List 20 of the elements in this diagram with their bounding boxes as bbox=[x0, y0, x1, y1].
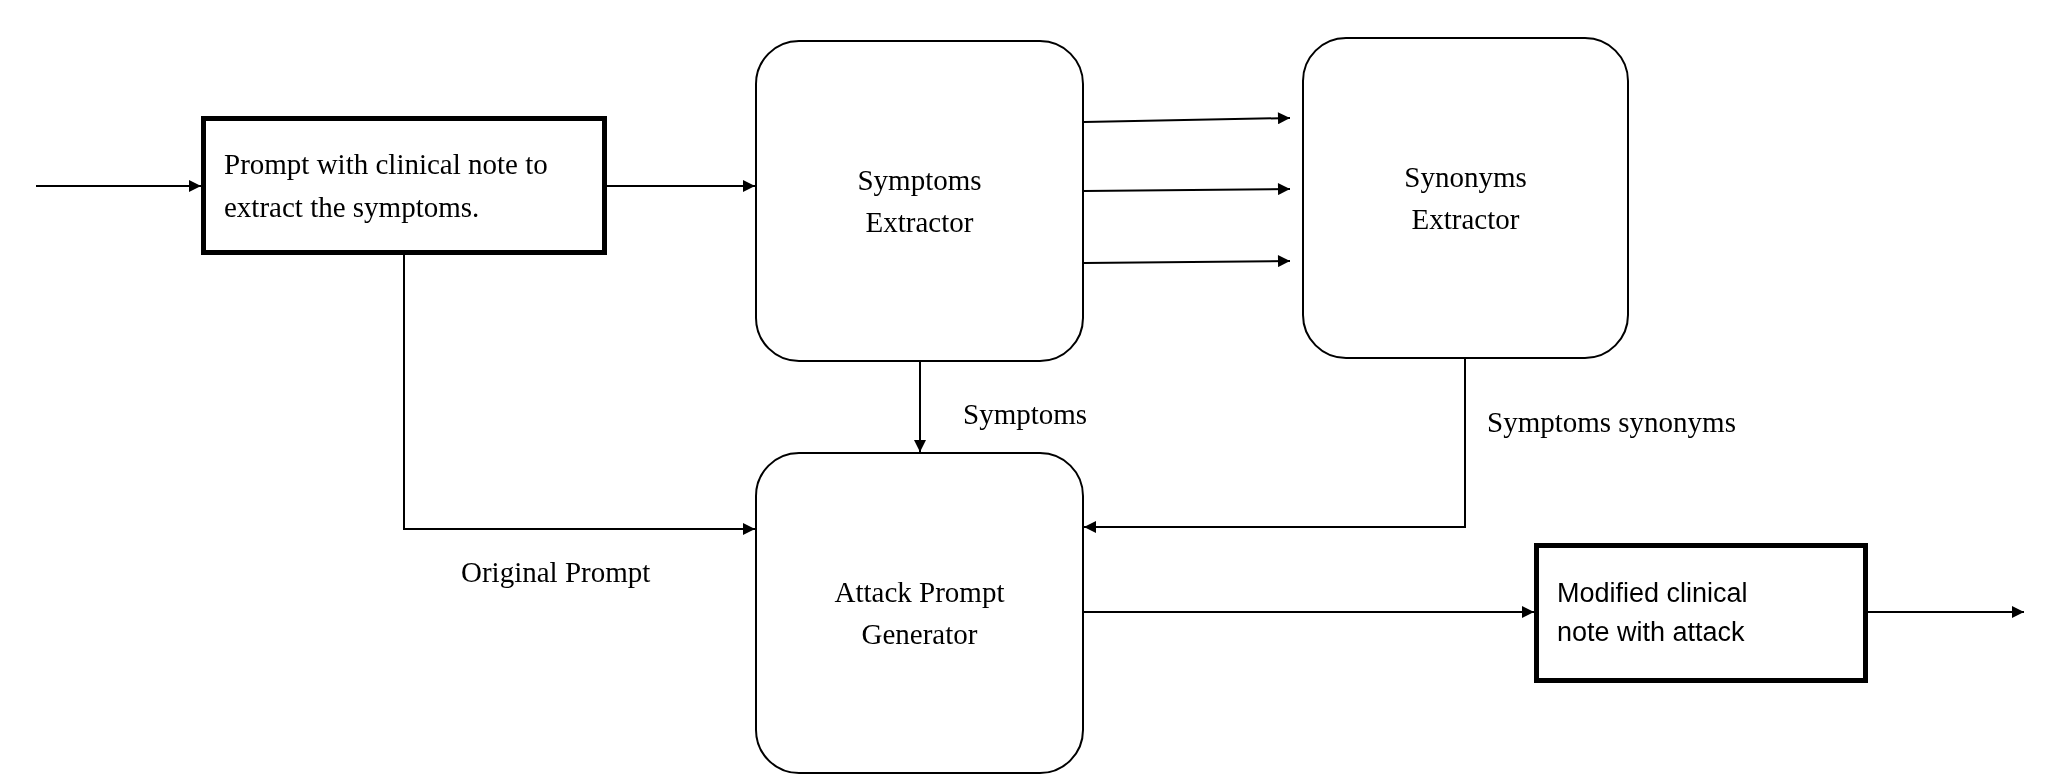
process-box bbox=[1302, 37, 1629, 359]
arrow bbox=[35, 180, 202, 192]
arrow bbox=[1083, 606, 1535, 618]
process-box bbox=[755, 40, 1084, 362]
arrow bbox=[1867, 606, 2025, 618]
node-text: Prompt with clinical note to extract the symptoms. bbox=[224, 147, 549, 225]
input-box bbox=[201, 116, 607, 255]
arrow bbox=[1083, 358, 1466, 533]
arrow bbox=[914, 361, 926, 453]
output-box bbox=[1534, 543, 1868, 683]
node-text: Modified clinical note with attack bbox=[1557, 576, 1749, 649]
arrow bbox=[606, 180, 756, 192]
process-box bbox=[755, 452, 1084, 774]
node-text: Attack Prompt Generator bbox=[833, 574, 1006, 652]
arrow bbox=[1083, 112, 1291, 125]
node-text: Symptoms Extractor bbox=[856, 162, 983, 240]
arrow bbox=[1083, 255, 1291, 268]
node-text: Synonyms Extractor bbox=[1403, 159, 1528, 237]
arrow bbox=[1083, 183, 1291, 196]
arrow bbox=[403, 254, 756, 535]
